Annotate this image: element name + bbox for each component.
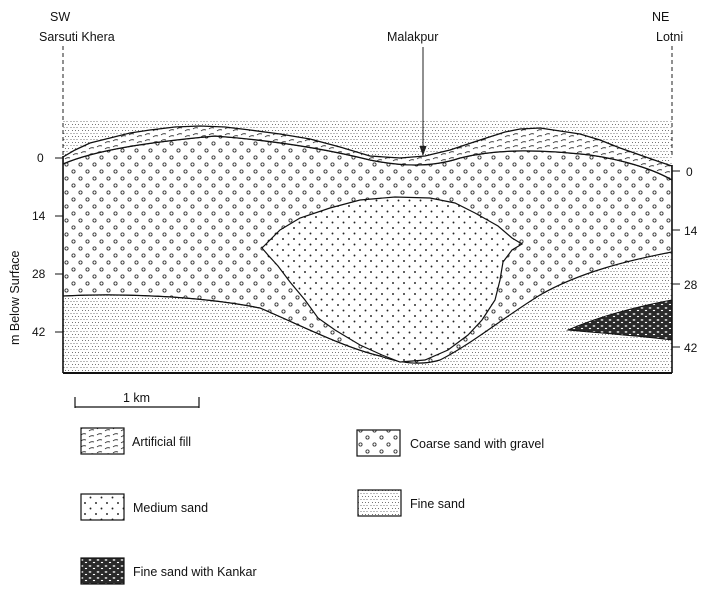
direction-label-sw: SW <box>50 10 70 24</box>
depth-tick-right: 14 <box>684 224 698 238</box>
depth-tick-left: 28 <box>32 267 46 281</box>
legend-item-artificial-fill: Artificial fill <box>81 428 191 454</box>
section-body <box>63 120 672 373</box>
legend-item-fine-sand-kankar: Fine sand with Kankar <box>81 558 257 584</box>
legend-item-fine-sand: Fine sand <box>358 490 465 516</box>
legend-label: Medium sand <box>133 501 208 515</box>
depth-tick-left: 14 <box>32 209 46 223</box>
legend-label: Fine sand with Kankar <box>133 565 257 579</box>
legend-item-medium-sand: Medium sand <box>81 494 208 520</box>
place-label-lotni: Lotni <box>656 30 683 44</box>
depth-axis-title: m Below Surface <box>8 250 22 345</box>
place-label-sarsuti-khera: Sarsuti Khera <box>39 30 115 44</box>
depth-tick-left: 0 <box>37 151 44 165</box>
scale-bar-label: 1 km <box>123 391 150 405</box>
legend-swatch <box>358 490 401 516</box>
depth-tick-right: 0 <box>686 165 693 179</box>
depth-axis-left: 0 14 28 42 <box>32 151 63 339</box>
depth-tick-right: 28 <box>684 278 698 292</box>
depth-tick-right: 42 <box>684 341 698 355</box>
depth-axis-right: 0 14 28 42 <box>672 165 698 355</box>
legend-swatch <box>81 494 124 520</box>
legend-item-coarse-sand: Coarse sand with gravel <box>357 430 544 456</box>
legend-label: Coarse sand with gravel <box>410 437 544 451</box>
direction-label-ne: NE <box>652 10 669 24</box>
depth-tick-left: 42 <box>32 325 46 339</box>
scale-bar: 1 km <box>75 391 199 408</box>
legend-swatch <box>81 428 124 454</box>
legend: Artificial fill Coarse sand with gravel … <box>81 428 544 584</box>
place-label-malakpur: Malakpur <box>387 30 438 44</box>
legend-label: Artificial fill <box>132 435 191 449</box>
legend-label: Fine sand <box>410 497 465 511</box>
legend-swatch <box>81 558 124 584</box>
legend-swatch <box>357 430 400 456</box>
